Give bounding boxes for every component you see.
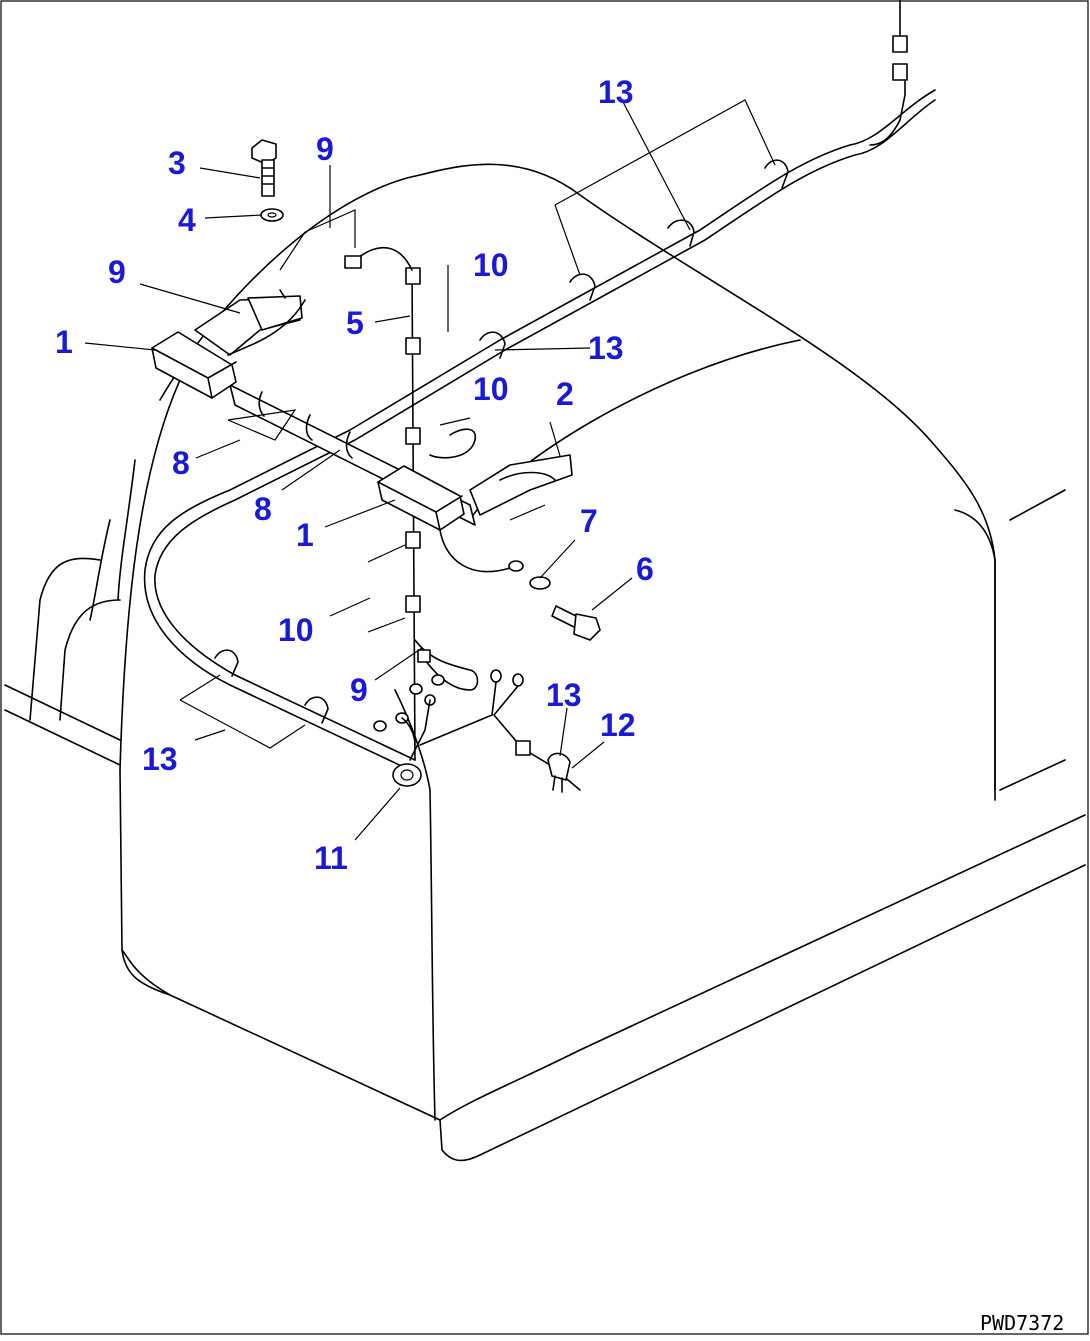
callout-13: 13 <box>142 741 178 777</box>
cab-body <box>4 163 1086 1162</box>
clip-icon <box>405 267 421 285</box>
terminal-group <box>373 639 581 793</box>
callout-13: 13 <box>588 330 624 366</box>
drawing-code: PWD7372 <box>980 1311 1064 1335</box>
callout-10: 10 <box>278 612 314 648</box>
harness-run <box>143 0 936 771</box>
clip-icon <box>405 427 421 445</box>
clip-icon <box>344 255 362 269</box>
connector-icon <box>515 740 531 756</box>
callout-6: 6 <box>636 551 654 587</box>
callout-11: 11 <box>314 840 348 876</box>
callout-9: 9 <box>350 672 368 708</box>
callout-8: 8 <box>172 445 190 481</box>
top-connector <box>892 35 908 53</box>
callout-9: 9 <box>316 131 334 167</box>
terminal-icon <box>508 560 524 572</box>
top-connector-lower <box>892 63 908 81</box>
callout-12: 12 <box>600 707 636 743</box>
callout-2: 2 <box>556 376 574 412</box>
work-lamp-right <box>377 465 465 531</box>
callout-8: 8 <box>254 491 272 527</box>
work-lamp-left <box>151 331 237 399</box>
clamp-icon <box>214 159 789 724</box>
callout-13: 13 <box>546 677 582 713</box>
callout-4: 4 <box>178 202 196 238</box>
callouts: 13 3 9 4 10 9 5 1 13 10 2 8 8 1 7 6 10 9… <box>55 74 654 876</box>
callout-7: 7 <box>580 503 598 539</box>
clip-icon <box>405 531 421 549</box>
callout-13: 13 <box>598 74 634 110</box>
clip-icon <box>405 337 421 355</box>
callout-1: 1 <box>55 324 73 360</box>
washer-icon <box>529 576 551 590</box>
callout-10: 10 <box>473 247 509 283</box>
callout-9: 9 <box>108 254 126 290</box>
clip-icon <box>405 595 421 613</box>
leader-lines <box>84 99 776 841</box>
callout-3: 3 <box>168 145 186 181</box>
callout-5: 5 <box>346 305 364 341</box>
washer-icon <box>260 208 284 222</box>
bolt-icon <box>251 139 277 197</box>
callout-10: 10 <box>473 371 509 407</box>
callout-1: 1 <box>296 517 314 553</box>
bolt-icon <box>551 605 601 641</box>
grommet-icon <box>392 763 422 787</box>
